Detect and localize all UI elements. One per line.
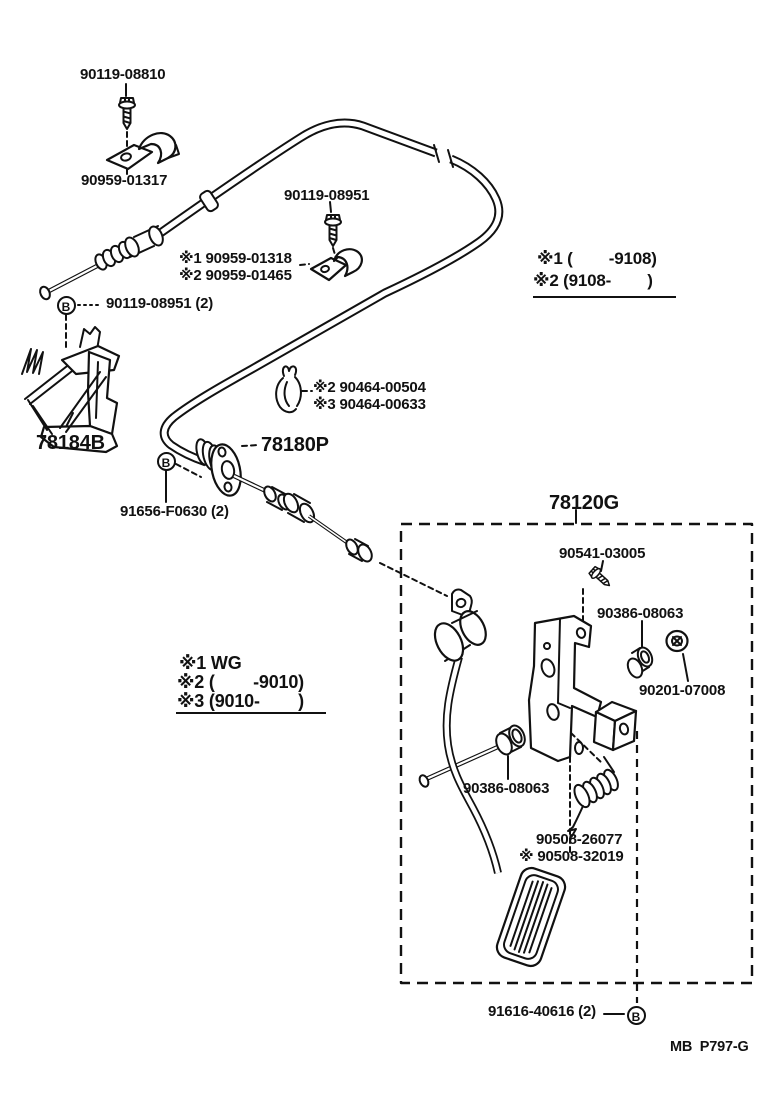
callout-b-marker: B <box>626 1005 646 1025</box>
note-production-range-2: ※2 (9108- ) <box>533 271 653 290</box>
part-label-90508-26077: 90508-26077 <box>536 831 623 848</box>
cable-clamp-mid-art <box>309 248 363 282</box>
callout-b-marker: B <box>56 295 76 315</box>
part-label-90119-08810: 90119-08810 <box>80 66 166 83</box>
part-label-90508-32019: ※ 90508-32019 <box>519 848 624 865</box>
part-label-91656-F0630: 91656-F0630 (2) <box>120 503 229 520</box>
note-production-range-1: ※1 ( -9108) <box>537 249 657 268</box>
accelerator-cable-art <box>39 118 504 467</box>
cable-grommet-art <box>195 438 373 563</box>
part-label-78184B: 78184B <box>36 432 105 454</box>
part-label-91616-40616: 91616-40616 (2) <box>488 1003 596 1020</box>
part-label-90541-03005: 90541-03005 <box>559 545 646 562</box>
pedal-assembly-art <box>418 588 689 968</box>
part-label-90959-01317: 90959-01317 <box>81 172 168 189</box>
part-label-78180P: 78180P <box>261 434 329 456</box>
part-label-90119-08951: 90119-08951 <box>284 187 370 204</box>
note-underline <box>533 296 676 298</box>
screw-icon <box>118 97 136 130</box>
cable-clamp-top-art <box>105 132 180 171</box>
part-label-90959-01318: ※1 90959-01318 <box>179 250 292 267</box>
part-label-90386-08063-lower: 90386-08063 <box>463 780 550 797</box>
screw-icon <box>587 564 615 591</box>
note-underline <box>176 712 326 714</box>
part-label-90119-08951-qty2: 90119-08951 (2) <box>106 295 214 312</box>
leader-lines <box>62 83 689 1015</box>
part-label-90464-00633: ※3 90464-00633 <box>313 396 426 413</box>
part-label-90959-01465: ※2 90959-01465 <box>179 267 292 284</box>
cable-clip-art <box>275 365 302 414</box>
page-code: MB P797-G <box>670 1039 749 1055</box>
part-label-90201-07008: 90201-07008 <box>639 682 726 699</box>
screw-icon <box>324 214 342 247</box>
part-label-90464-00504: ※2 90464-00504 <box>313 379 426 396</box>
pedal-stop-bracket-art <box>21 326 121 454</box>
note-variant-3: ※3 (9010- ) <box>177 691 304 711</box>
callout-b-marker: B <box>156 451 176 471</box>
note-variant-wg: ※1 WG <box>179 653 242 673</box>
part-label-78120G: 78120G <box>549 492 619 514</box>
note-variant-2: ※2 ( -9010) <box>177 672 304 692</box>
part-label-90386-08063-upper: 90386-08063 <box>597 605 684 622</box>
pedal-unit-dashed-box <box>399 522 754 985</box>
